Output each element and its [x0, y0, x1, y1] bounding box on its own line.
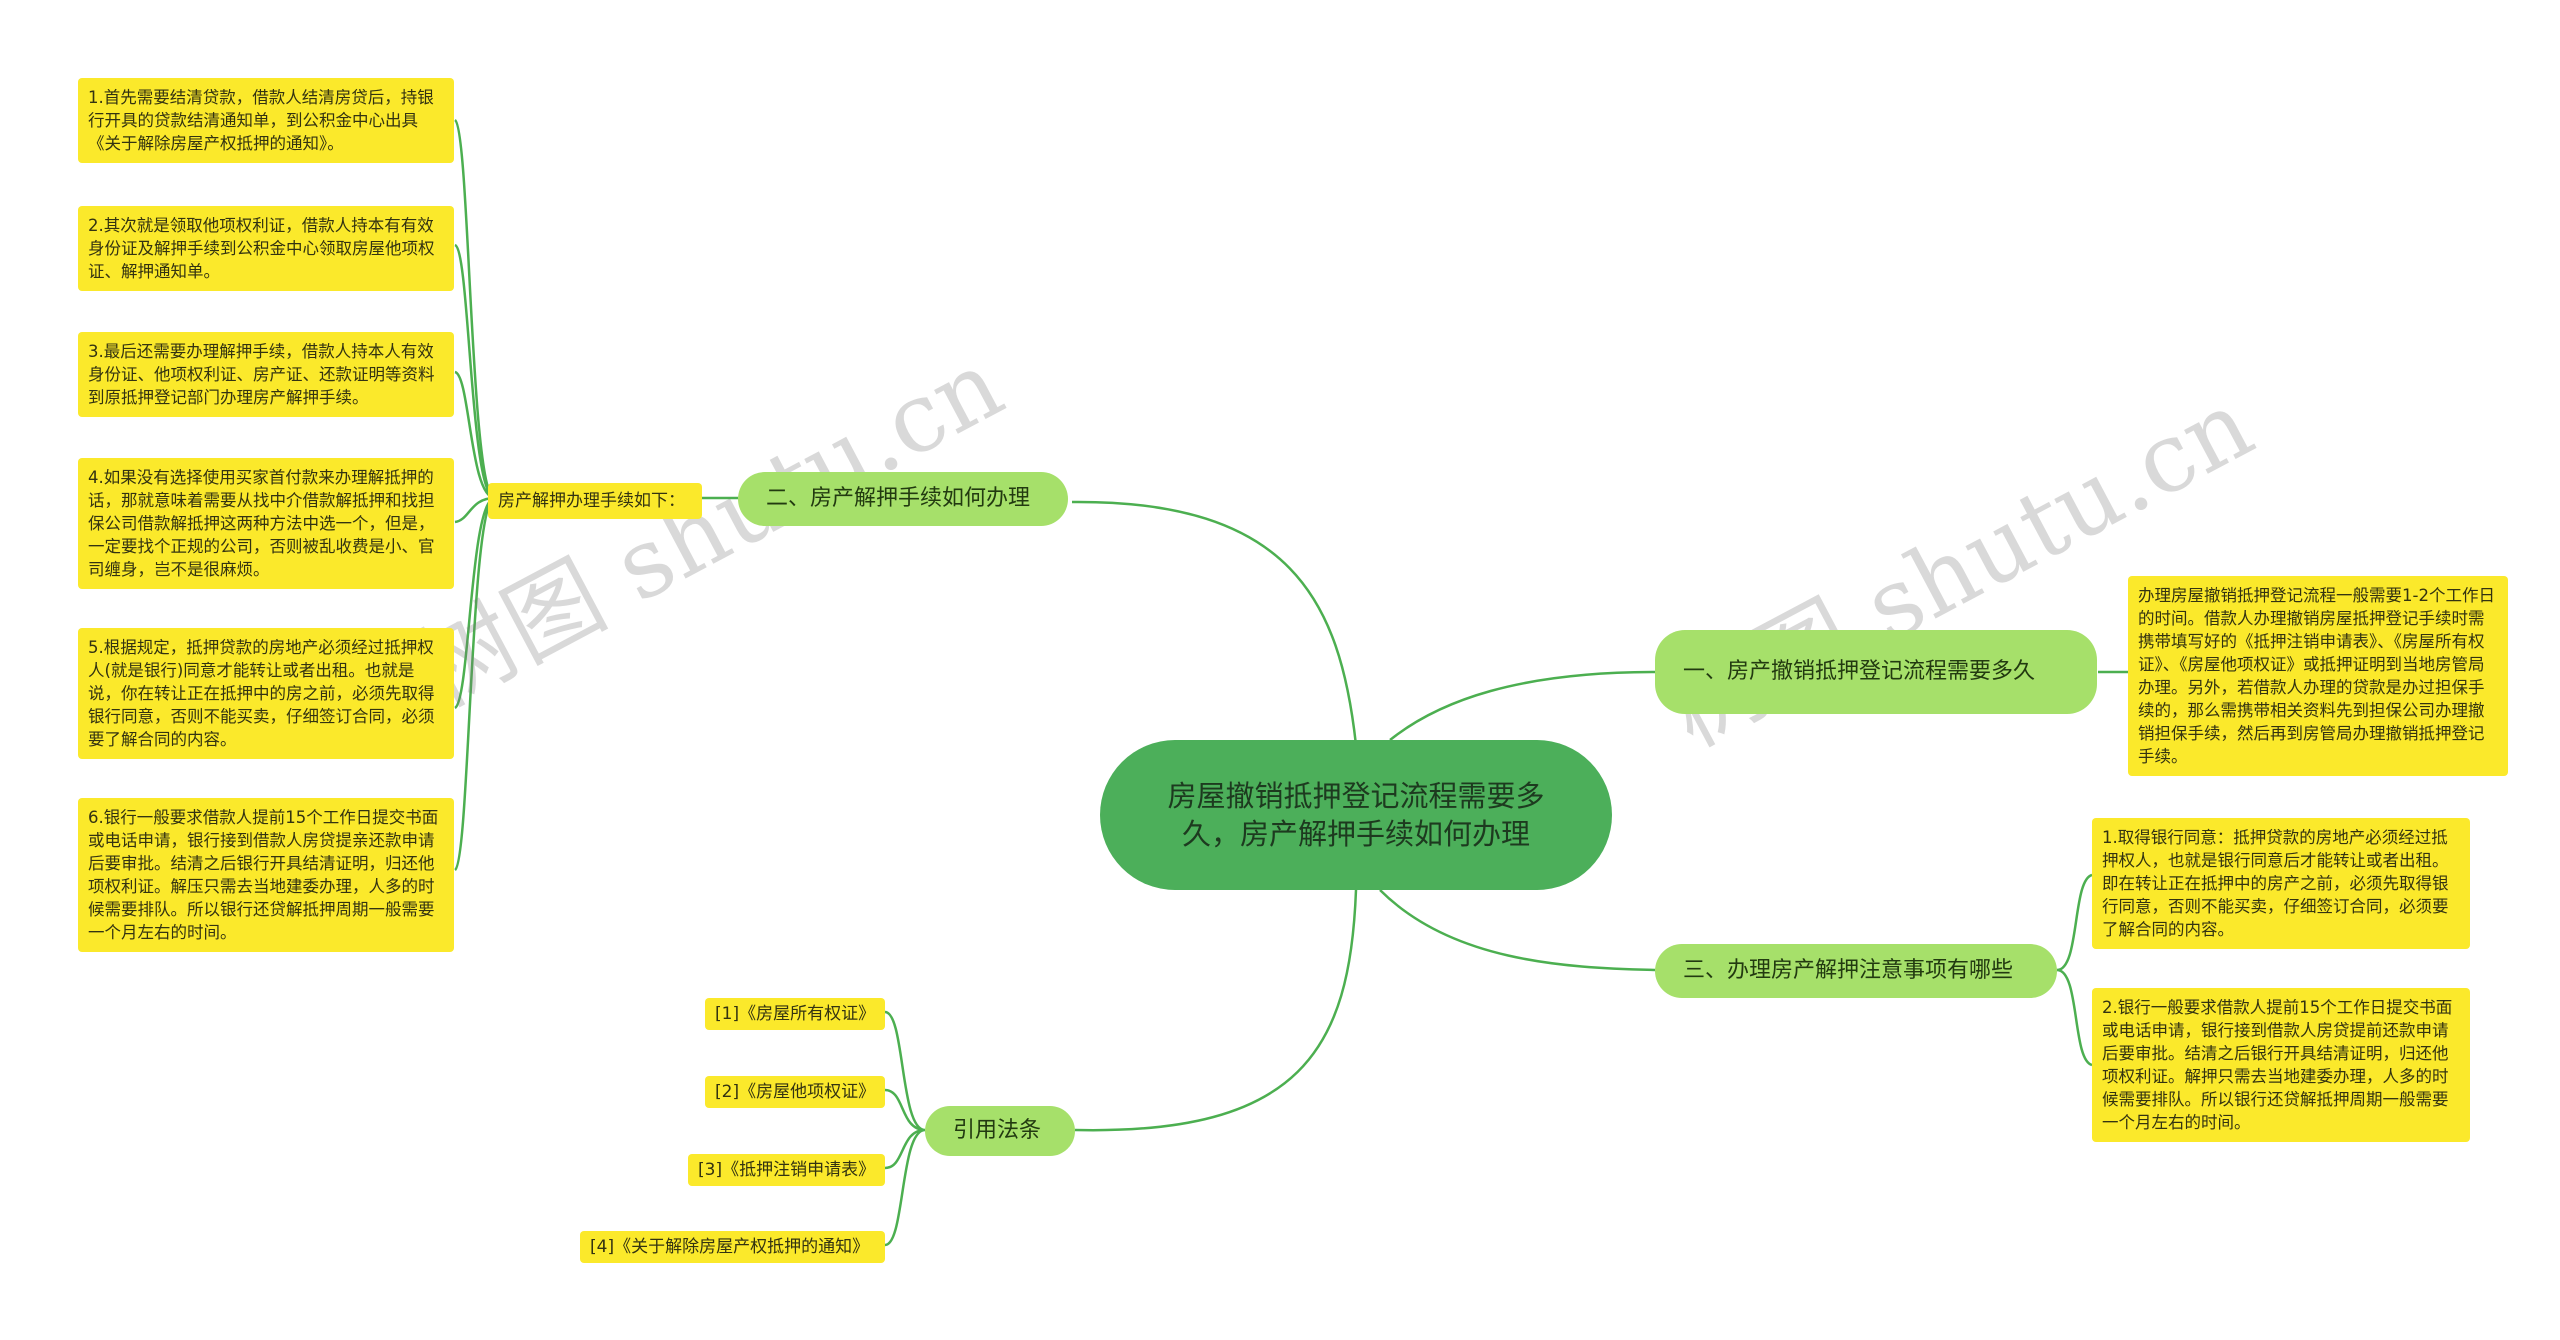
b3-note-2[interactable]: 2.银行一般要求借款人提前15个工作日提交书面或电话申请，银行接到借款人房贷提前… [2092, 988, 2470, 1142]
branch-node-b3[interactable]: 三、办理房产解押注意事项有哪些 [1655, 944, 2057, 998]
b2-label-node[interactable]: 房产解押办理手续如下： [488, 483, 702, 519]
branch-title: 三、办理房产解押注意事项有哪些 [1683, 958, 2014, 983]
b4-ref-4[interactable]: [4]《关于解除房屋产权抵押的通知》 [580, 1231, 885, 1263]
branch-node-b1[interactable]: 一、房产撤销抵押登记流程需要多久 [1655, 630, 2097, 714]
b4-ref-3[interactable]: [3]《抵押注销申请表》 [688, 1154, 885, 1186]
leaf-text: 2.其次就是领取他项权利证，借款人持本有有效身份证及解押手续到公积金中心领取房屋… [88, 216, 435, 281]
link-root-b2 [1071, 500, 1358, 746]
b4-ref-2[interactable]: [2]《房屋他项权证》 [705, 1076, 885, 1108]
ref-text: [4]《关于解除房屋产权抵押的通知》 [590, 1237, 870, 1257]
branch-title: 一、房产撤销抵押登记流程需要多久 [1683, 659, 2036, 684]
branch-node-b4[interactable]: 引用法条 [925, 1106, 1075, 1156]
b1-text-node[interactable]: 办理房屋撤销抵押登记流程一般需要1-2个工作日的时间。借款人办理撤销房屋抵押登记… [2128, 576, 2508, 776]
leaf-text: 4.如果没有选择使用买家首付款来办理解抵押的话，那就意味着需要从找中介借款解抵押… [88, 468, 435, 579]
leaf-text: 2.银行一般要求借款人提前15个工作日提交书面或电话申请，银行接到借款人房贷提前… [2102, 998, 2453, 1132]
leaf-text: 1.首先需要结清贷款，借款人结清房贷后，持银行开具的贷款结清通知单，到公积金中心… [88, 88, 434, 153]
b2-label-text: 房产解押办理手续如下： [498, 491, 685, 511]
branch-title: 二、房产解押手续如何办理 [766, 486, 1031, 511]
leaf-text: 办理房屋撤销抵押登记流程一般需要1-2个工作日的时间。借款人办理撤销房屋抵押登记… [2138, 586, 2495, 766]
leaf-text: 1.取得银行同意：抵押贷款的房地产必须经过抵押权人，也就是银行同意后才能转让或者… [2102, 828, 2449, 939]
b2-step-6[interactable]: 6.银行一般要求借款人提前15个工作日提交书面或电话申请，银行接到借款人房贷提亲… [78, 798, 454, 952]
ref-text: [1]《房屋所有权证》 [715, 1004, 876, 1024]
root-node[interactable]: 房屋撤销抵押登记流程需要多久，房产解押手续如何办理 [1100, 740, 1612, 890]
leaf-text: 6.银行一般要求借款人提前15个工作日提交书面或电话申请，银行接到借款人房贷提亲… [88, 808, 439, 942]
ref-text: [3]《抵押注销申请表》 [698, 1160, 876, 1180]
leaf-text: 3.最后还需要办理解押手续，借款人持本人有效身份证、他项权利证、房产证、还款证明… [88, 342, 435, 407]
b2-step-4[interactable]: 4.如果没有选择使用买家首付款来办理解抵押的话，那就意味着需要从找中介借款解抵押… [78, 458, 454, 589]
link-b4-refs [884, 1010, 926, 1247]
b2-step-1[interactable]: 1.首先需要结清贷款，借款人结清房贷后，持银行开具的贷款结清通知单，到公积金中心… [78, 78, 454, 163]
b4-ref-1[interactable]: [1]《房屋所有权证》 [705, 998, 885, 1030]
b2-step-5[interactable]: 5.根据规定，抵押贷款的房地产必须经过抵押权人(就是银行)同意才能转让或者出租。… [78, 628, 454, 759]
b3-note-1[interactable]: 1.取得银行同意：抵押贷款的房地产必须经过抵押权人，也就是银行同意后才能转让或者… [2092, 818, 2470, 949]
link-root-b1 [1389, 670, 1656, 741]
link-root-b4 [1074, 889, 1358, 1132]
b2-step-2[interactable]: 2.其次就是领取他项权利证，借款人持本有有效身份证及解押手续到公积金中心领取房屋… [78, 206, 454, 291]
branch-node-b2[interactable]: 二、房产解押手续如何办理 [738, 472, 1068, 526]
branch-title: 引用法条 [953, 1118, 1042, 1143]
leaf-text: 5.根据规定，抵押贷款的房地产必须经过抵押权人(就是银行)同意才能转让或者出租。… [88, 638, 435, 749]
link-b3-notes [2056, 873, 2093, 1067]
link-label-steps [453, 118, 496, 872]
b2-step-3[interactable]: 3.最后还需要办理解押手续，借款人持本人有效身份证、他项权利证、房产证、还款证明… [78, 332, 454, 417]
ref-text: [2]《房屋他项权证》 [715, 1082, 876, 1102]
link-root-b3 [1379, 889, 1656, 972]
root-title: 房屋撤销抵押登记流程需要多久，房产解押手续如何办理 [1167, 779, 1545, 851]
